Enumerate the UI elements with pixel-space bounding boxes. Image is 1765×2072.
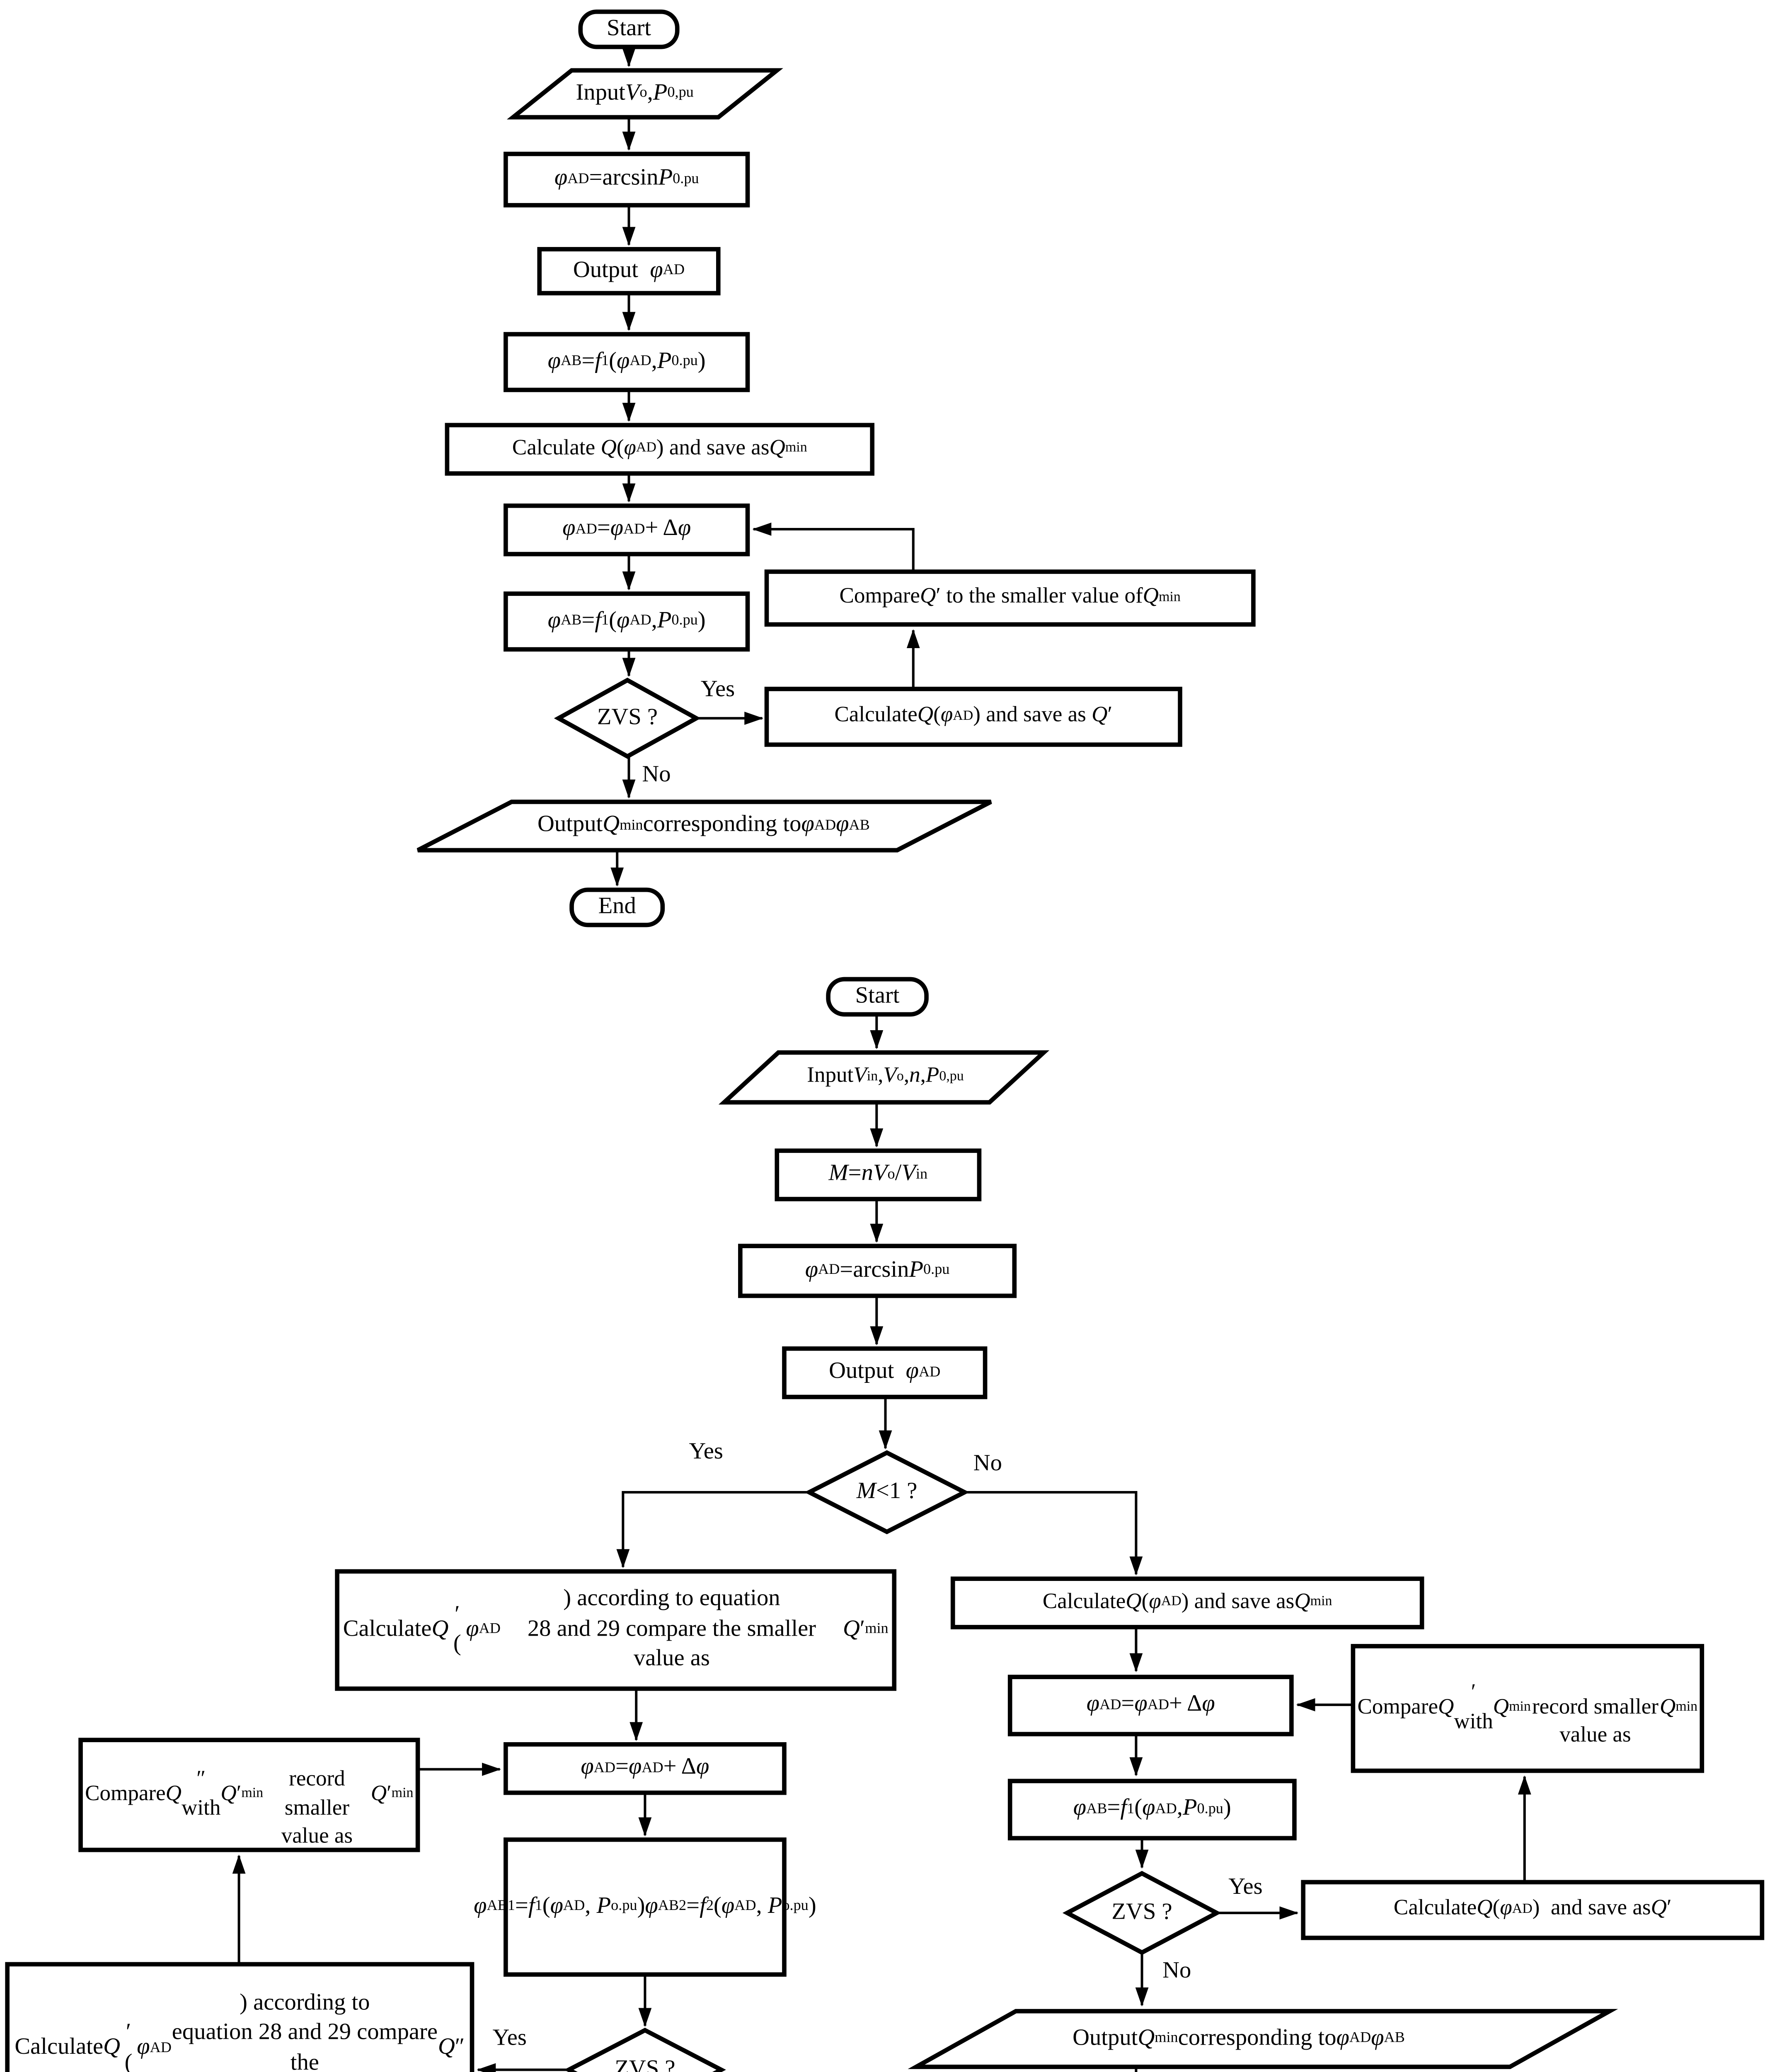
c2-mlt1-no-branch-label: No xyxy=(973,1451,1002,1477)
c2-right-zvs-label: ZVS ? xyxy=(1111,1899,1172,1924)
c1-compare-process xyxy=(764,569,1256,627)
c1-output-parallelogram xyxy=(416,799,992,852)
c1-calc-qprime-process xyxy=(764,687,1182,747)
c2-left-zvs-decision xyxy=(564,2028,726,2072)
c1-step-process xyxy=(504,503,750,557)
flowchart2-connectors xyxy=(232,1014,1531,2072)
c1-arcsin-process xyxy=(504,152,750,208)
c2-right-compare-process xyxy=(1351,1644,1704,1773)
edge-c2-mlt1-yes-left xyxy=(616,1491,809,1569)
edge-c1-compare-step xyxy=(752,523,915,572)
c1-yes-branch-label: Yes xyxy=(700,677,735,702)
c2-right-zvs-yes-label: Yes xyxy=(1228,1875,1263,1900)
c2-output-phi-process xyxy=(782,1346,988,1399)
c2-m-lt1-decision xyxy=(804,1450,970,1535)
c1-calc-qmin-process xyxy=(445,423,874,476)
c1-zvs-decision xyxy=(554,678,701,759)
c2-mlt1-yes-branch-label: Yes xyxy=(689,1439,723,1464)
c1-end-terminator xyxy=(569,887,665,927)
c2-right-step-process xyxy=(1007,1675,1294,1736)
c1-input-parallelogram xyxy=(506,68,783,120)
c2-right-phi-ab-process xyxy=(1007,1779,1297,1841)
c2-left-calc-eq-process xyxy=(335,1569,897,1691)
c1-no-branch-label: No xyxy=(642,762,671,787)
c2-right-output-parallelogram xyxy=(908,2009,1618,2069)
c2-m-eq-process xyxy=(775,1148,982,1201)
c1-output-phi-process xyxy=(537,247,721,295)
c2-right-zvs-no-label: No xyxy=(1162,1958,1191,1983)
flowchart1-shapes xyxy=(416,9,1256,927)
c2-left-step-process xyxy=(504,1742,787,1795)
c1-zvs-label: ZVS ? xyxy=(597,704,658,730)
c2-left-zvs-label: ZVS ? xyxy=(615,2056,675,2072)
c2-m-lt1-label: M<1 ? xyxy=(856,1479,918,1504)
c2-left-zvs-yes-label: Yes xyxy=(492,2026,527,2051)
c2-right-calc-qmin-process xyxy=(950,1576,1424,1629)
c2-arcsin-process xyxy=(738,1244,1017,1298)
c1-start-label: Start xyxy=(607,16,651,41)
c2-input-parallelogram xyxy=(718,1050,1050,1105)
c2-left-compare-process xyxy=(78,1738,420,1852)
c2-left-phi-ab12-process xyxy=(504,1837,787,1977)
c1-phi-ab-2-process xyxy=(504,591,750,652)
c1-phi-ab-1-process xyxy=(504,332,750,392)
flowchart2-shapes xyxy=(5,977,1765,2072)
edge-c2-mlt1-no-right xyxy=(964,1491,1143,1576)
c1-end-label: End xyxy=(598,893,636,919)
c2-start-label: Start xyxy=(855,983,900,1008)
flowchart1-connectors xyxy=(610,47,920,887)
c2-right-calc-qprime-process xyxy=(1301,1880,1765,1940)
